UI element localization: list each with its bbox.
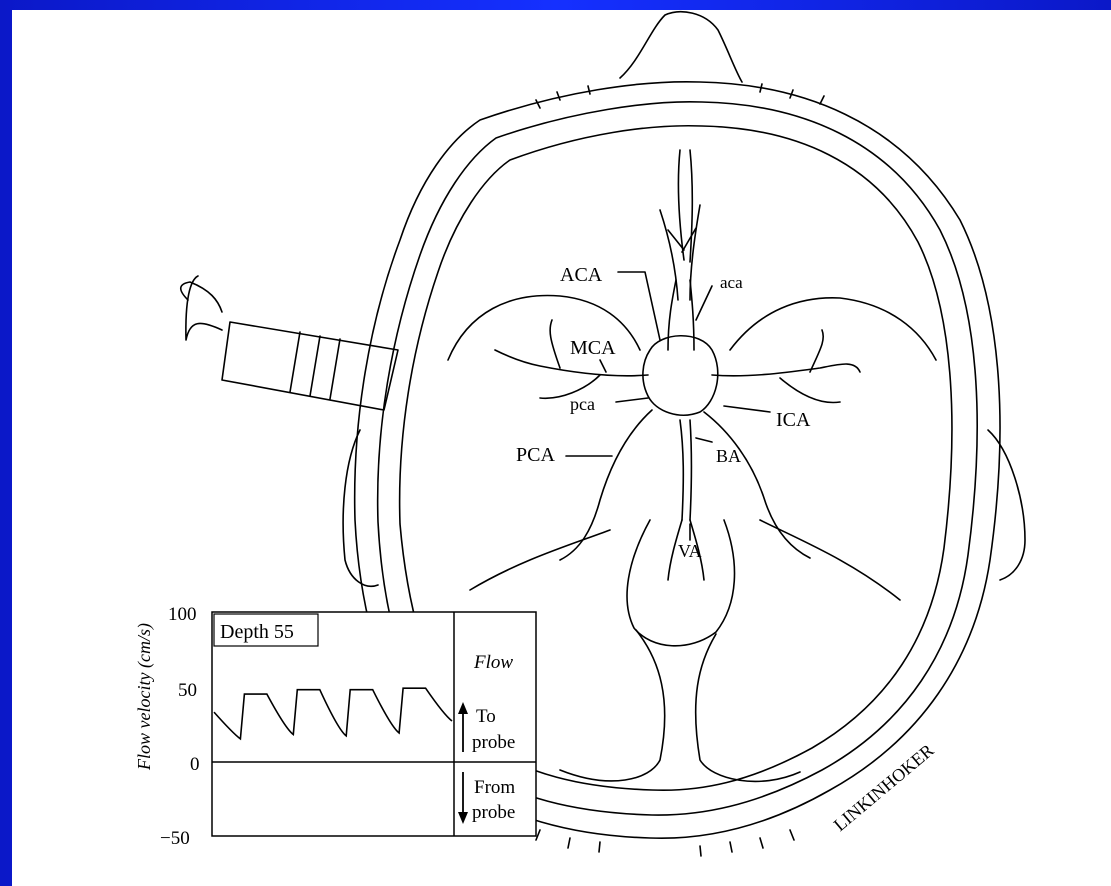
left-ear — [343, 430, 378, 586]
label-pca: pca — [570, 394, 595, 414]
y-tick-50: 50 — [178, 680, 197, 701]
cerebellar-fossa-left — [470, 530, 610, 590]
y-tick-minus50: −50 — [160, 828, 190, 849]
aca-pointer — [618, 272, 660, 340]
label-VA: VA — [678, 541, 702, 561]
mca-branch-right — [712, 330, 860, 403]
mca-branch-left — [495, 320, 648, 398]
aca-small-pointer — [696, 286, 712, 320]
mca-pointer — [600, 360, 606, 372]
pca-small-pointer — [616, 398, 648, 402]
cerebellum-right — [696, 634, 800, 781]
right-temporal-lobe — [730, 298, 936, 360]
depth-label: Depth 55 — [220, 621, 294, 643]
brainstem — [627, 520, 734, 646]
y-tick-0: 0 — [190, 754, 200, 775]
basilar-artery — [680, 420, 692, 520]
label-ACA: ACA — [560, 264, 603, 286]
right-ear — [988, 430, 1025, 580]
from-probe-line1: From — [474, 777, 515, 798]
cerebellum-left — [560, 630, 665, 781]
y-tick-100: 100 — [168, 604, 197, 625]
from-probe-line2: probe — [472, 802, 515, 823]
ica-pointer — [724, 406, 770, 412]
label-ICA: ICA — [776, 409, 811, 431]
hair-top — [536, 84, 824, 108]
hair-bottom — [536, 830, 794, 856]
label-PCA: PCA — [516, 444, 555, 466]
doppler-inset: Depth 55 100 50 0 −50 Flow velocity (cm/… — [134, 604, 536, 849]
pca-branch-left — [560, 410, 652, 560]
ba-pointer — [696, 438, 712, 442]
probe-cable — [186, 276, 222, 340]
circle-of-willis — [643, 336, 718, 415]
flow-title: Flow — [473, 652, 513, 673]
label-aca: aca — [720, 273, 743, 292]
y-axis-label: Flow velocity (cm/s) — [134, 623, 155, 771]
label-BA: BA — [716, 446, 741, 466]
to-probe-line1: To — [476, 706, 496, 727]
to-probe-line2: probe — [472, 732, 515, 753]
label-MCA: MCA — [570, 337, 616, 359]
nose-outline — [620, 12, 742, 82]
probe-rings — [290, 332, 340, 399]
